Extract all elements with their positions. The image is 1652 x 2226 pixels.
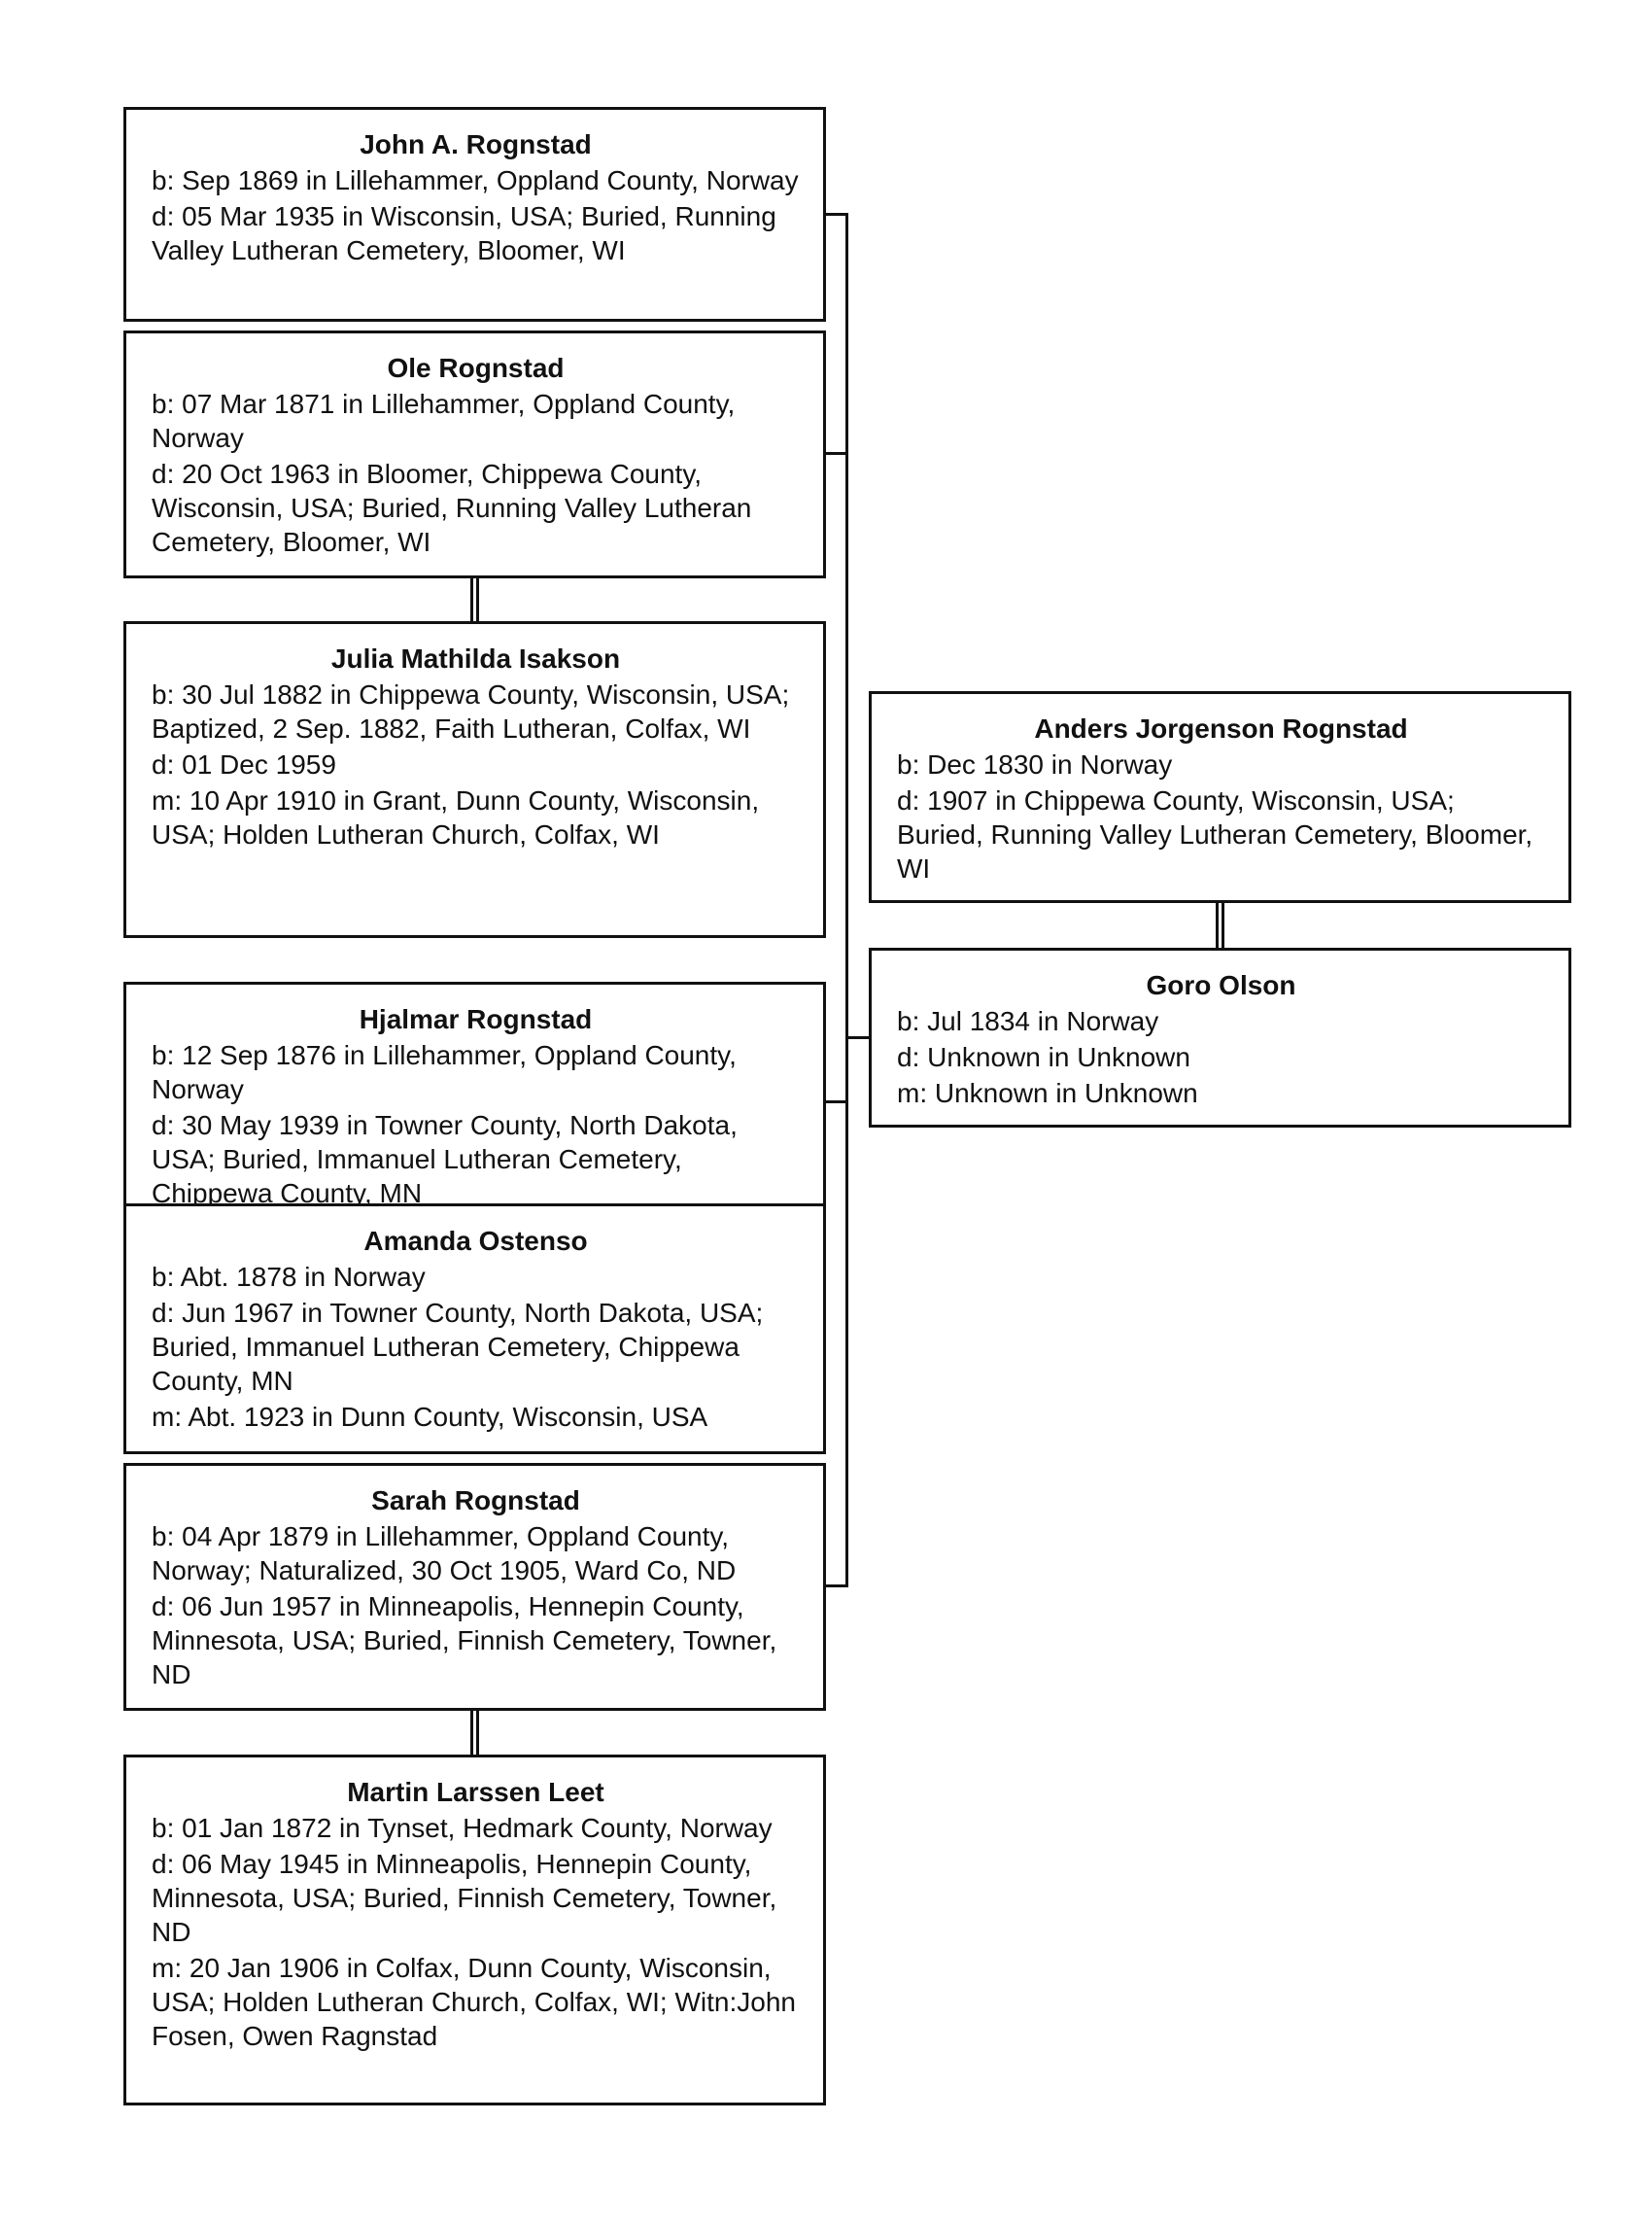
person-fact: d: 05 Mar 1935 in Wisconsin, USA; Buried… — [152, 201, 776, 265]
person-fact: d: 06 May 1945 in Minneapolis, Hennepin … — [152, 1849, 777, 1947]
person-fact: m: 20 Jan 1906 in Colfax, Dunn County, W… — [152, 1953, 796, 2051]
connector-parents — [845, 1036, 871, 1039]
sibling-connector-vertical — [845, 213, 848, 1587]
person-fact: b: 07 Mar 1871 in Lillehammer, Oppland C… — [152, 389, 736, 453]
person-fact: d: 20 Oct 1963 in Bloomer, Chippewa Coun… — [152, 459, 752, 557]
person-box-anders[interactable]: Anders Jorgenson Rognstad b: Dec 1830 in … — [869, 691, 1571, 903]
person-name: Goro Olson — [1146, 970, 1296, 1000]
person-fact: b: 30 Jul 1882 in Chippewa County, Wisco… — [152, 679, 790, 744]
person-fact: m: 10 Apr 1910 in Grant, Dunn County, Wi… — [152, 785, 760, 850]
person-name: Ole Rognstad — [387, 353, 565, 383]
person-name: Martin Larssen Leet — [347, 1777, 604, 1807]
person-fact: d: Unknown in Unknown — [897, 1042, 1190, 1072]
connector-hjalmar — [826, 1100, 847, 1103]
connector-ole — [826, 452, 847, 455]
person-fact: b: Jul 1834 in Norway — [897, 1006, 1159, 1036]
person-fact: d: 01 Dec 1959 — [152, 749, 336, 780]
person-box-sarah[interactable]: Sarah Rognstad b: 04 Apr 1879 in Lilleham… — [123, 1463, 826, 1711]
marriage-line-anders-goro — [1216, 901, 1224, 949]
person-name: John A. Rognstad — [360, 129, 592, 159]
person-box-goro[interactable]: Goro Olson b: Jul 1834 in Norway d: Unknow… — [869, 948, 1571, 1128]
person-box-julia[interactable]: Julia Mathilda Isakson b: 30 Jul 1882 in … — [123, 621, 826, 938]
person-fact: b: 04 Apr 1879 in Lillehammer, Oppland C… — [152, 1521, 737, 1585]
person-fact: b: Sep 1869 in Lillehammer, Oppland Coun… — [152, 165, 799, 195]
person-fact: d: 30 May 1939 in Towner County, North D… — [152, 1110, 738, 1206]
person-box-john[interactable]: John A. Rognstad b: Sep 1869 in Lillehamm… — [123, 107, 826, 322]
person-name: Sarah Rognstad — [371, 1485, 580, 1515]
connector-john — [826, 213, 847, 216]
person-fact: b: Dec 1830 in Norway — [897, 749, 1173, 780]
person-fact: d: 06 Jun 1957 in Minneapolis, Hennepin … — [152, 1591, 777, 1689]
person-box-ole[interactable]: Ole Rognstad b: 07 Mar 1871 in Lillehamme… — [123, 330, 826, 578]
connector-sarah — [826, 1584, 847, 1587]
person-name: Julia Mathilda Isakson — [330, 643, 621, 674]
person-box-martin[interactable]: Martin Larssen Leet b: 01 Jan 1872 in Tyn… — [123, 1755, 826, 2105]
person-fact: m: Abt. 1923 in Dunn County, Wisconsin, … — [152, 1402, 708, 1432]
person-fact: b: 12 Sep 1876 in Lillehammer, Oppland C… — [152, 1040, 737, 1104]
person-fact: b: 01 Jan 1872 in Tynset, Hedmark County… — [152, 1813, 773, 1843]
person-name: Amanda Ostenso — [363, 1226, 588, 1256]
person-fact: m: Unknown in Unknown — [897, 1078, 1198, 1108]
person-fact: d: 1907 in Chippewa County, Wisconsin, U… — [897, 785, 1533, 884]
person-name: Hjalmar Rognstad — [359, 1004, 593, 1034]
marriage-line-ole-julia — [470, 577, 479, 622]
person-box-hjalmar[interactable]: Hjalmar Rognstad b: 12 Sep 1876 in Lilleh… — [123, 982, 826, 1206]
person-fact: b: Abt. 1878 in Norway — [152, 1262, 426, 1292]
person-fact: d: Jun 1967 in Towner County, North Dako… — [152, 1298, 764, 1396]
person-box-amanda[interactable]: Amanda Ostenso b: Abt. 1878 in Norway d: J… — [123, 1203, 826, 1454]
marriage-line-sarah-martin — [470, 1710, 479, 1756]
person-name: Anders Jorgenson Rognstad — [1034, 713, 1408, 744]
